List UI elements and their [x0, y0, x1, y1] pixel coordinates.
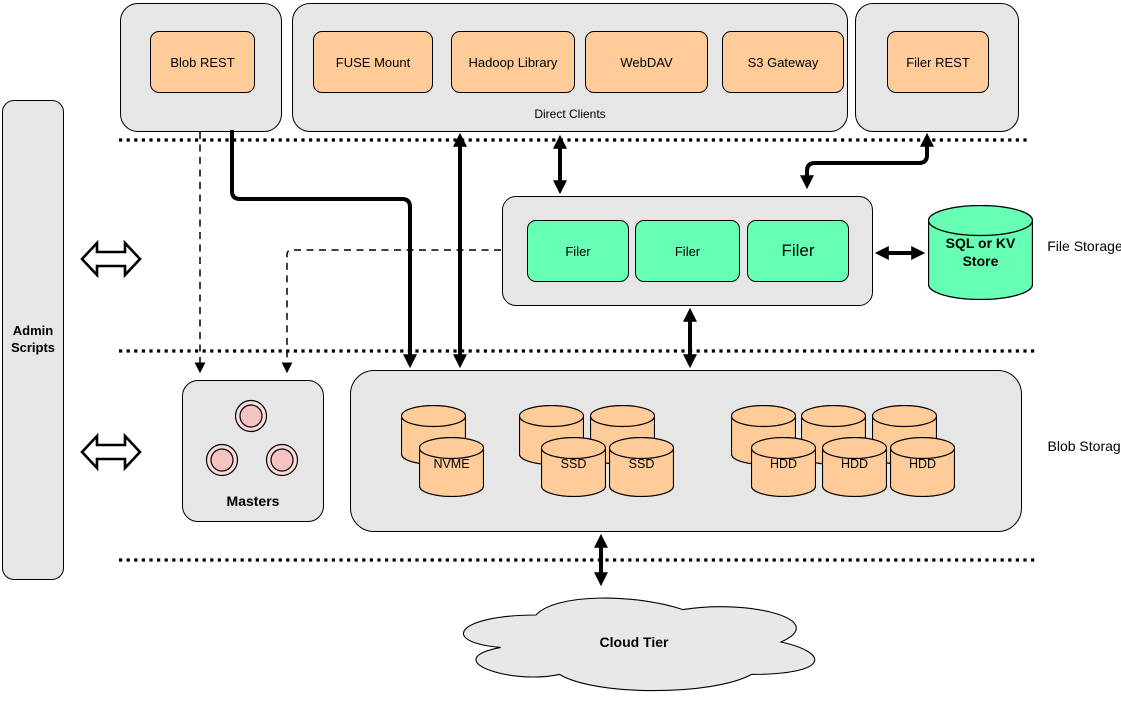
- blob-rest-group: Blob REST: [120, 3, 282, 132]
- cloud-tier-shape: Cloud Tier: [438, 588, 830, 696]
- admin-filer-double-arrow-icon: [80, 239, 142, 279]
- master-node-core: [239, 404, 263, 428]
- filer-box-3: Filer: [747, 220, 849, 282]
- filer-box-1: Filer: [527, 220, 629, 282]
- volume-cylinder-ssd: SSD: [541, 437, 606, 497]
- volume-servers-container: NVME SSD SSD HDD: [350, 370, 1022, 532]
- sql-kv-store-label: SQL or KV Store: [945, 235, 1016, 269]
- filer-box-2: Filer: [635, 220, 740, 282]
- client-box-blob-rest: Blob REST: [150, 31, 255, 93]
- direct-clients-caption: Direct Clients: [534, 107, 606, 121]
- masters-box: Masters: [182, 380, 324, 522]
- filer-rest-group: Filer REST: [855, 3, 1019, 132]
- volume-cylinder-hdd: HDD: [822, 437, 887, 497]
- arrow-filer-rest-filers: [800, 132, 934, 190]
- volume-cylinder-hdd: HDD: [890, 437, 955, 497]
- admin-scripts-box: Admin Scripts: [2, 100, 64, 580]
- file-storage-section-label: File Storage: [1047, 238, 1121, 254]
- volume-cylinder-hdd: HDD: [751, 437, 816, 497]
- volume-label-ssd: SSD: [628, 457, 655, 471]
- volume-label-nvme: NVME: [433, 457, 470, 471]
- masters-label: Masters: [226, 493, 280, 509]
- client-box-hadoop-library: Hadoop Library: [451, 31, 575, 93]
- sql-kv-store-cylinder: SQL or KV Store: [928, 205, 1033, 300]
- master-node-core: [210, 448, 234, 472]
- client-box-webdav: WebDAV: [585, 31, 708, 93]
- volume-label-hdd: HDD: [908, 457, 937, 471]
- filer-group: Filer Filer Filer: [502, 196, 873, 306]
- cloud-shape: [463, 597, 816, 692]
- admin-scripts-label: Admin Scripts: [10, 323, 56, 355]
- volume-cylinder-ssd: SSD: [609, 437, 674, 497]
- blob-storage-section-label: Blob Storage: [1047, 438, 1121, 454]
- volume-label-hdd: HDD: [840, 457, 869, 471]
- client-box-s3-gateway: S3 Gateway: [722, 31, 844, 93]
- master-node-core: [270, 448, 294, 472]
- client-box-fuse-mount: FUSE Mount: [313, 31, 433, 93]
- master-nodes: [205, 399, 299, 477]
- direct-clients-group: FUSE Mount Hadoop Library WebDAV S3 Gate…: [292, 3, 848, 132]
- volume-cylinder-nvme: NVME: [419, 437, 484, 497]
- client-box-filer-rest: Filer REST: [887, 31, 989, 93]
- arrow-filer-group-to-masters: [281, 249, 501, 374]
- volume-label-hdd: HDD: [769, 457, 798, 471]
- admin-blob-double-arrow-icon: [80, 432, 142, 472]
- cloud-tier-label: Cloud Tier: [599, 634, 669, 650]
- arrow-blob-rest-to-volumes: [230, 130, 417, 369]
- cylinder-shape: [928, 205, 1033, 300]
- volume-label-ssd: SSD: [560, 457, 587, 471]
